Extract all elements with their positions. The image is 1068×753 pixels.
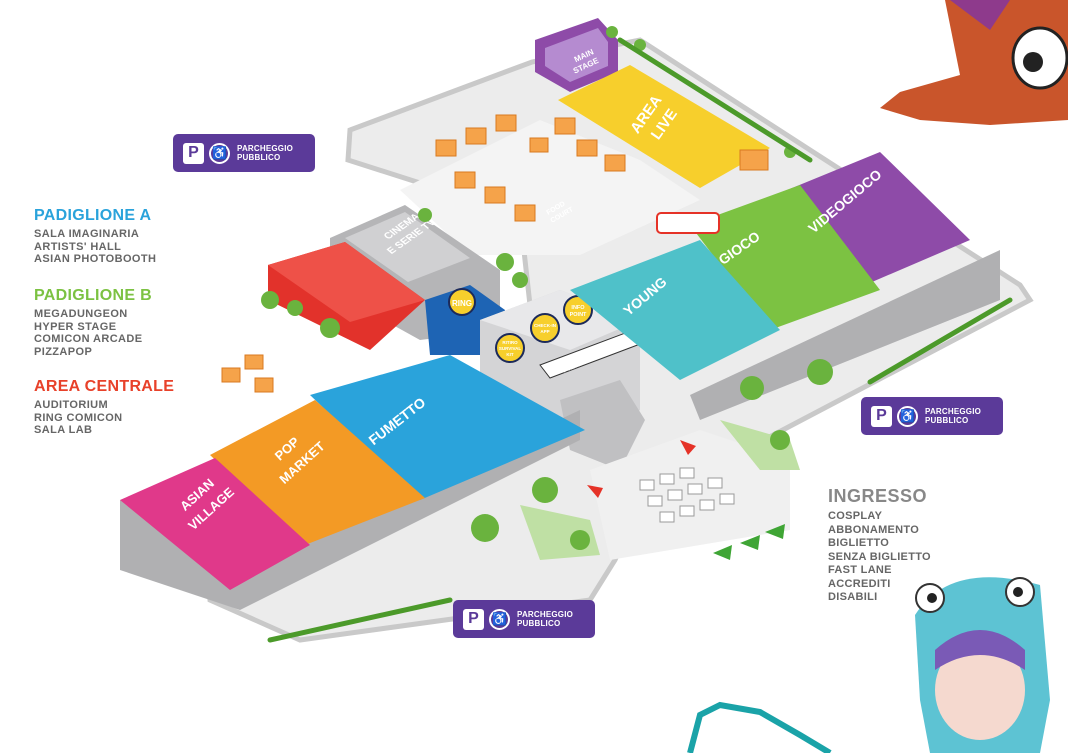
- ingresso-item: COSPLAY: [828, 510, 883, 522]
- legend-item: MEGADUNGEON: [34, 308, 128, 320]
- mascot-bottom-illustration: [915, 577, 1050, 753]
- asian-village-hall: [120, 458, 310, 590]
- gioco-hall: [690, 185, 880, 330]
- parking-label: PARCHEGGIO PUBBLICO: [517, 610, 573, 628]
- parking-label-line2: PUBBLICO: [517, 619, 561, 628]
- legend-item: ARTISTS' HALL: [34, 240, 122, 253]
- parking-label-line2: PUBBLICO: [237, 153, 281, 162]
- parking-badge-right[interactable]: P ♿ PARCHEGGIO PUBBLICO: [861, 397, 1003, 435]
- survival-kit-label-3: KIT: [506, 352, 514, 357]
- legend-item: RING COMICON: [34, 411, 123, 424]
- info-badges: RITIRO SURVIVAL KIT CHECK-IN APP INFO PO…: [495, 295, 593, 363]
- parking-label-line2: PUBBLICO: [925, 416, 969, 425]
- ingresso-item: DISABILI: [828, 591, 878, 603]
- legend-item: ASIAN PHOTOBOOTH: [34, 253, 157, 265]
- info-point-label: INFO: [571, 305, 585, 311]
- ring-label: RING: [452, 299, 472, 308]
- legend-title: PADIGLIONE A: [34, 207, 152, 224]
- pavilion-b[interactable]: YOUNG GIOCO VIDEOGIOCO: [570, 152, 1000, 420]
- parking-label: PARCHEGGIO PUBBLICO: [925, 407, 981, 425]
- parking-label-line1: PARCHEGGIO: [925, 407, 982, 416]
- ingresso-item: FAST LANE: [828, 564, 892, 576]
- entrance-plaza: [590, 430, 790, 560]
- survival-kit-label-2: SURVIVAL: [499, 346, 522, 351]
- ingresso-item: BIGLIETTO: [828, 537, 890, 549]
- young-hall: [570, 240, 780, 380]
- ingresso-title: INGRESSO: [828, 486, 928, 506]
- parking-label-line1: PARCHEGGIO: [237, 144, 294, 153]
- ingresso-item: ACCREDITI: [828, 577, 891, 590]
- fumetto-hall: [310, 355, 585, 500]
- survival-kit-label: RITIRO: [502, 340, 518, 345]
- videogioco-hall: [775, 152, 970, 285]
- parking-p-icon: P: [463, 608, 484, 630]
- parking-p-icon: P: [871, 405, 892, 427]
- pop-market-hall: [210, 400, 425, 545]
- pizzapop-logo-label: PIZZAPOP: [660, 219, 715, 231]
- legend-item: PIZZAPOP: [34, 345, 93, 358]
- wheelchair-icon: ♿: [897, 405, 918, 427]
- legend-padiglione-b: PADIGLIONE B MEGADUNGEON HYPER STAGE COM…: [34, 287, 152, 358]
- parking-label-line1: PARCHEGGIO: [517, 610, 574, 619]
- main-stage[interactable]: MAIN STAGE: [535, 18, 618, 92]
- entrance-tents: [639, 467, 735, 523]
- legend-item: SALA LAB: [34, 424, 93, 436]
- legend-item: HYPER STAGE: [34, 320, 117, 333]
- legend-title: PADIGLIONE B: [34, 287, 152, 304]
- parking-badge-top[interactable]: P ♿ PARCHEGGIO PUBBLICO: [173, 134, 315, 172]
- ingresso-legend: INGRESSO COSPLAY ABBONAMENTO BIGLIETTO S…: [828, 486, 931, 605]
- ingresso-item: SENZA BIGLIETTO: [828, 550, 931, 563]
- entrance-arrows: [587, 440, 785, 560]
- wheelchair-icon: ♿: [209, 142, 230, 164]
- check-in-label-2: APP: [540, 329, 549, 334]
- legend-item: SALA IMAGINARIA: [34, 228, 140, 240]
- legend-item: COMICON ARCADE: [34, 333, 143, 345]
- legend-padiglione-a: PADIGLIONE A SALA IMAGINARIA ARTISTS' HA…: [34, 207, 156, 266]
- parking-label: PARCHEGGIO PUBBLICO: [237, 144, 293, 162]
- legend-title: AREA CENTRALE: [34, 378, 175, 395]
- pizzapop-logo: PIZZAPOP: [656, 212, 720, 234]
- curved-arrow-icon: [687, 701, 832, 753]
- legend-item: AUDITORIUM: [34, 399, 109, 411]
- parking-p-icon: P: [183, 142, 204, 164]
- legend-area-centrale: AREA CENTRALE AUDITORIUM RING COMICON SA…: [34, 378, 174, 437]
- area-live[interactable]: AREA LIVE: [558, 65, 770, 188]
- info-point-label-2: POINT: [570, 312, 587, 318]
- food-court-stalls: [221, 114, 769, 393]
- pavilion-a[interactable]: ASIAN VILLAGE POP MARKET FUMETTO: [120, 355, 585, 610]
- trees: [261, 26, 833, 550]
- check-in-label: CHECK-IN: [534, 323, 556, 328]
- food-court-plaza: [400, 120, 700, 255]
- mascot-top-illustration: [880, 0, 1068, 125]
- wheelchair-icon: ♿: [489, 608, 510, 630]
- ingresso-item: ABBONAMENTO: [828, 523, 920, 536]
- hedges: [267, 37, 1013, 643]
- parking-badge-bottom[interactable]: P ♿ PARCHEGGIO PUBBLICO: [453, 600, 595, 638]
